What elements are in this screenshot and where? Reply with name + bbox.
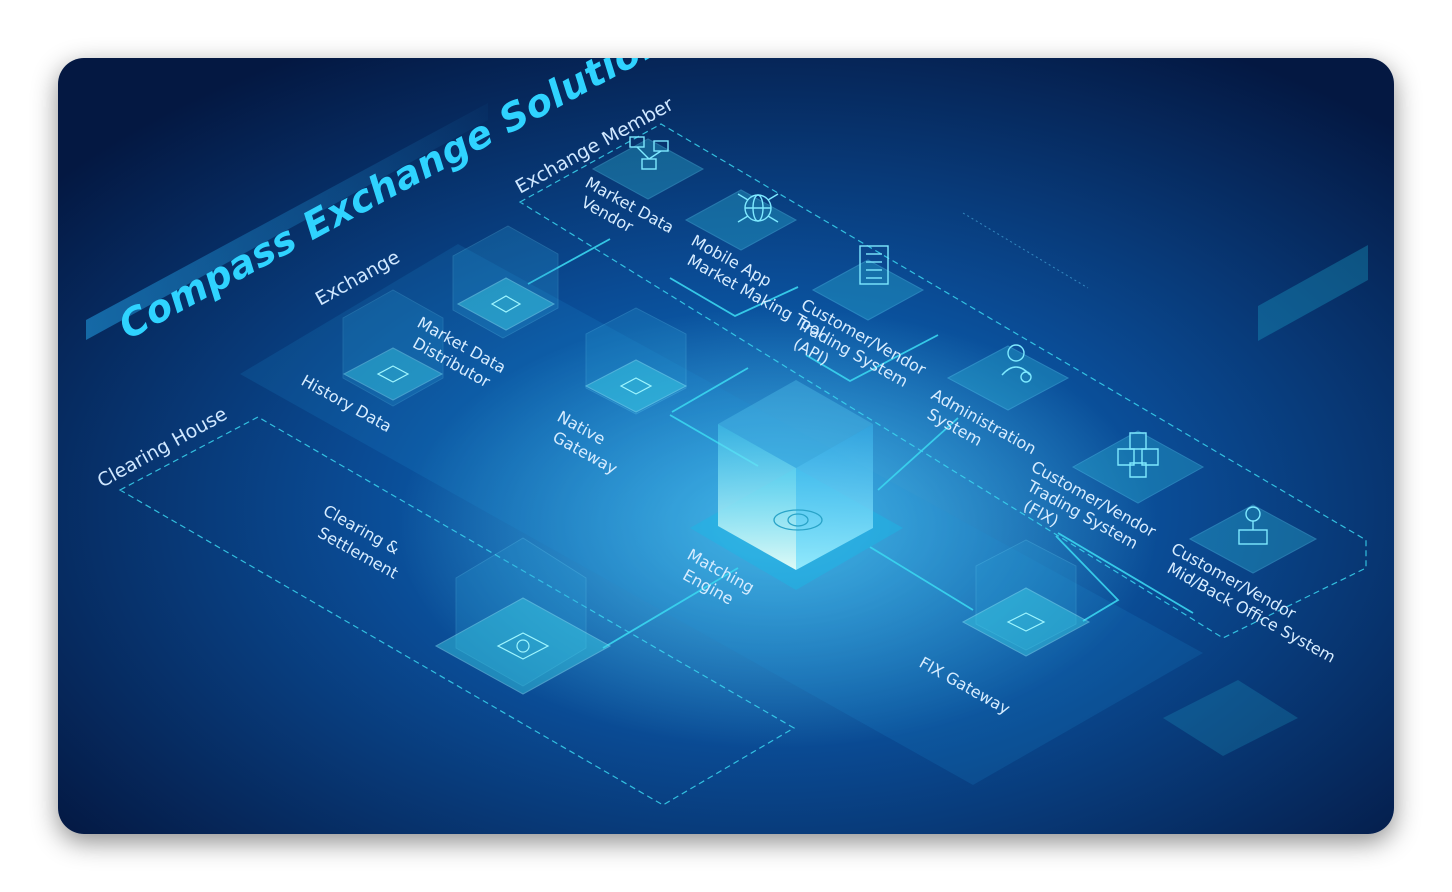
gateway-chip-icon [619,377,653,395]
connector-api-system [805,334,939,383]
settlement-chip-icon [496,632,550,660]
database-icon [376,365,410,383]
network-monitor-icon [629,136,669,170]
office-network-icon [1238,506,1268,545]
exchange-boxes [342,225,1091,695]
connector-mid-back [1057,532,1194,614]
gateway-chip-icon [1006,612,1046,632]
box-fix-gateway [975,539,1077,651]
box-native-gateway [585,307,687,415]
building-icon [859,245,889,285]
connector-matching-clearing [602,567,739,649]
connector-fix-gateway [1055,535,1120,622]
cube-front-face [718,424,796,570]
connector-distributor-vendor [527,238,611,285]
box-history-data [342,289,444,407]
chip-clearing-settlement [434,597,612,695]
diagram-frame: Compass Exchange Solution Exchange Membe… [58,58,1394,834]
server-stack-icon [1117,432,1159,478]
tile-customer-vendor-fix [1071,430,1205,504]
chip-history-data [342,347,444,401]
admin-user-icon [1001,344,1032,383]
box-market-data-distributor [452,225,559,339]
cube-top-face [718,380,873,468]
title-band [86,103,488,340]
exchange-architecture-diagram: Compass Exchange Solution Exchange Membe… [58,58,1394,834]
matching-engine-cube [690,380,903,590]
connector-native-gateway [671,367,749,413]
chip-market-data-distributor [456,277,556,331]
decorative-tile [1163,680,1298,756]
connection-lines [527,238,1194,649]
data-chip-icon [490,295,522,313]
tile-administration-system [946,345,1070,411]
chip-fix-gateway [961,587,1091,657]
member-tiles [591,138,1318,574]
connector-matching-fix [869,546,974,611]
tile-customer-vendor-api [811,259,925,321]
tile-customer-vendor-mid-back [1188,504,1318,574]
globe-network-icon [737,193,779,223]
connector-admin-matching [877,417,959,491]
atom-core-icon [773,509,823,531]
box-clearing-settlement [455,537,587,687]
clearing-house-region [118,416,796,806]
chip-native-gateway [584,359,688,413]
cube-side-face [796,424,873,570]
connector-mobile-app [669,277,799,318]
decorative-dots [962,212,1089,289]
decorative-tile [1258,245,1368,341]
